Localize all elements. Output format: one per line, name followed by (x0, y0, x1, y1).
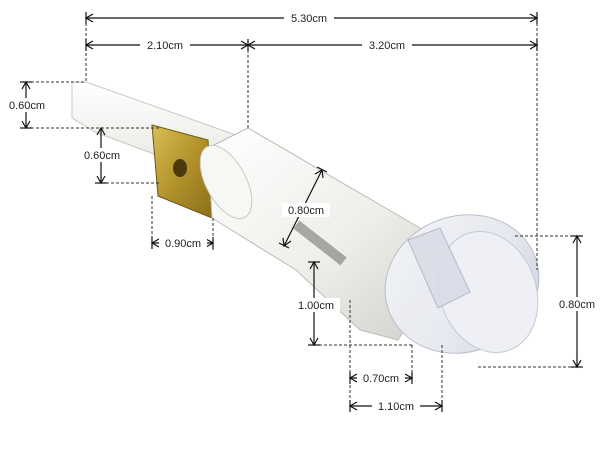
body-end-cap (199, 144, 253, 220)
terminal-hole (173, 159, 187, 177)
label-blade-offset: 0.60cm (84, 150, 120, 162)
lens-inner-block (407, 227, 471, 309)
indicator-lamp-illustration (71, 81, 540, 354)
label-body-diameter: 0.80cm (288, 205, 324, 217)
label-lens-inner-width: 0.70cm (363, 373, 399, 385)
label-body-length: 3.20cm (369, 40, 405, 52)
label-lens-height: 1.00cm (298, 300, 334, 312)
label-tab-width: 0.90cm (165, 238, 201, 250)
body-print-band (293, 220, 347, 266)
dimension-lines (20, 12, 583, 412)
label-blade-width: 0.60cm (9, 100, 45, 112)
label-terminal-length: 2.10cm (147, 40, 183, 52)
dimension-labels: 5.30cm 2.10cm 3.20cm 0.60cm 0.60cm 0.90c… (4, 11, 599, 413)
label-lens-diameter: 0.80cm (559, 299, 595, 311)
label-total-length: 5.30cm (291, 13, 327, 25)
label-lens-outer-width: 1.10cm (378, 401, 414, 413)
lens-face (437, 230, 539, 354)
